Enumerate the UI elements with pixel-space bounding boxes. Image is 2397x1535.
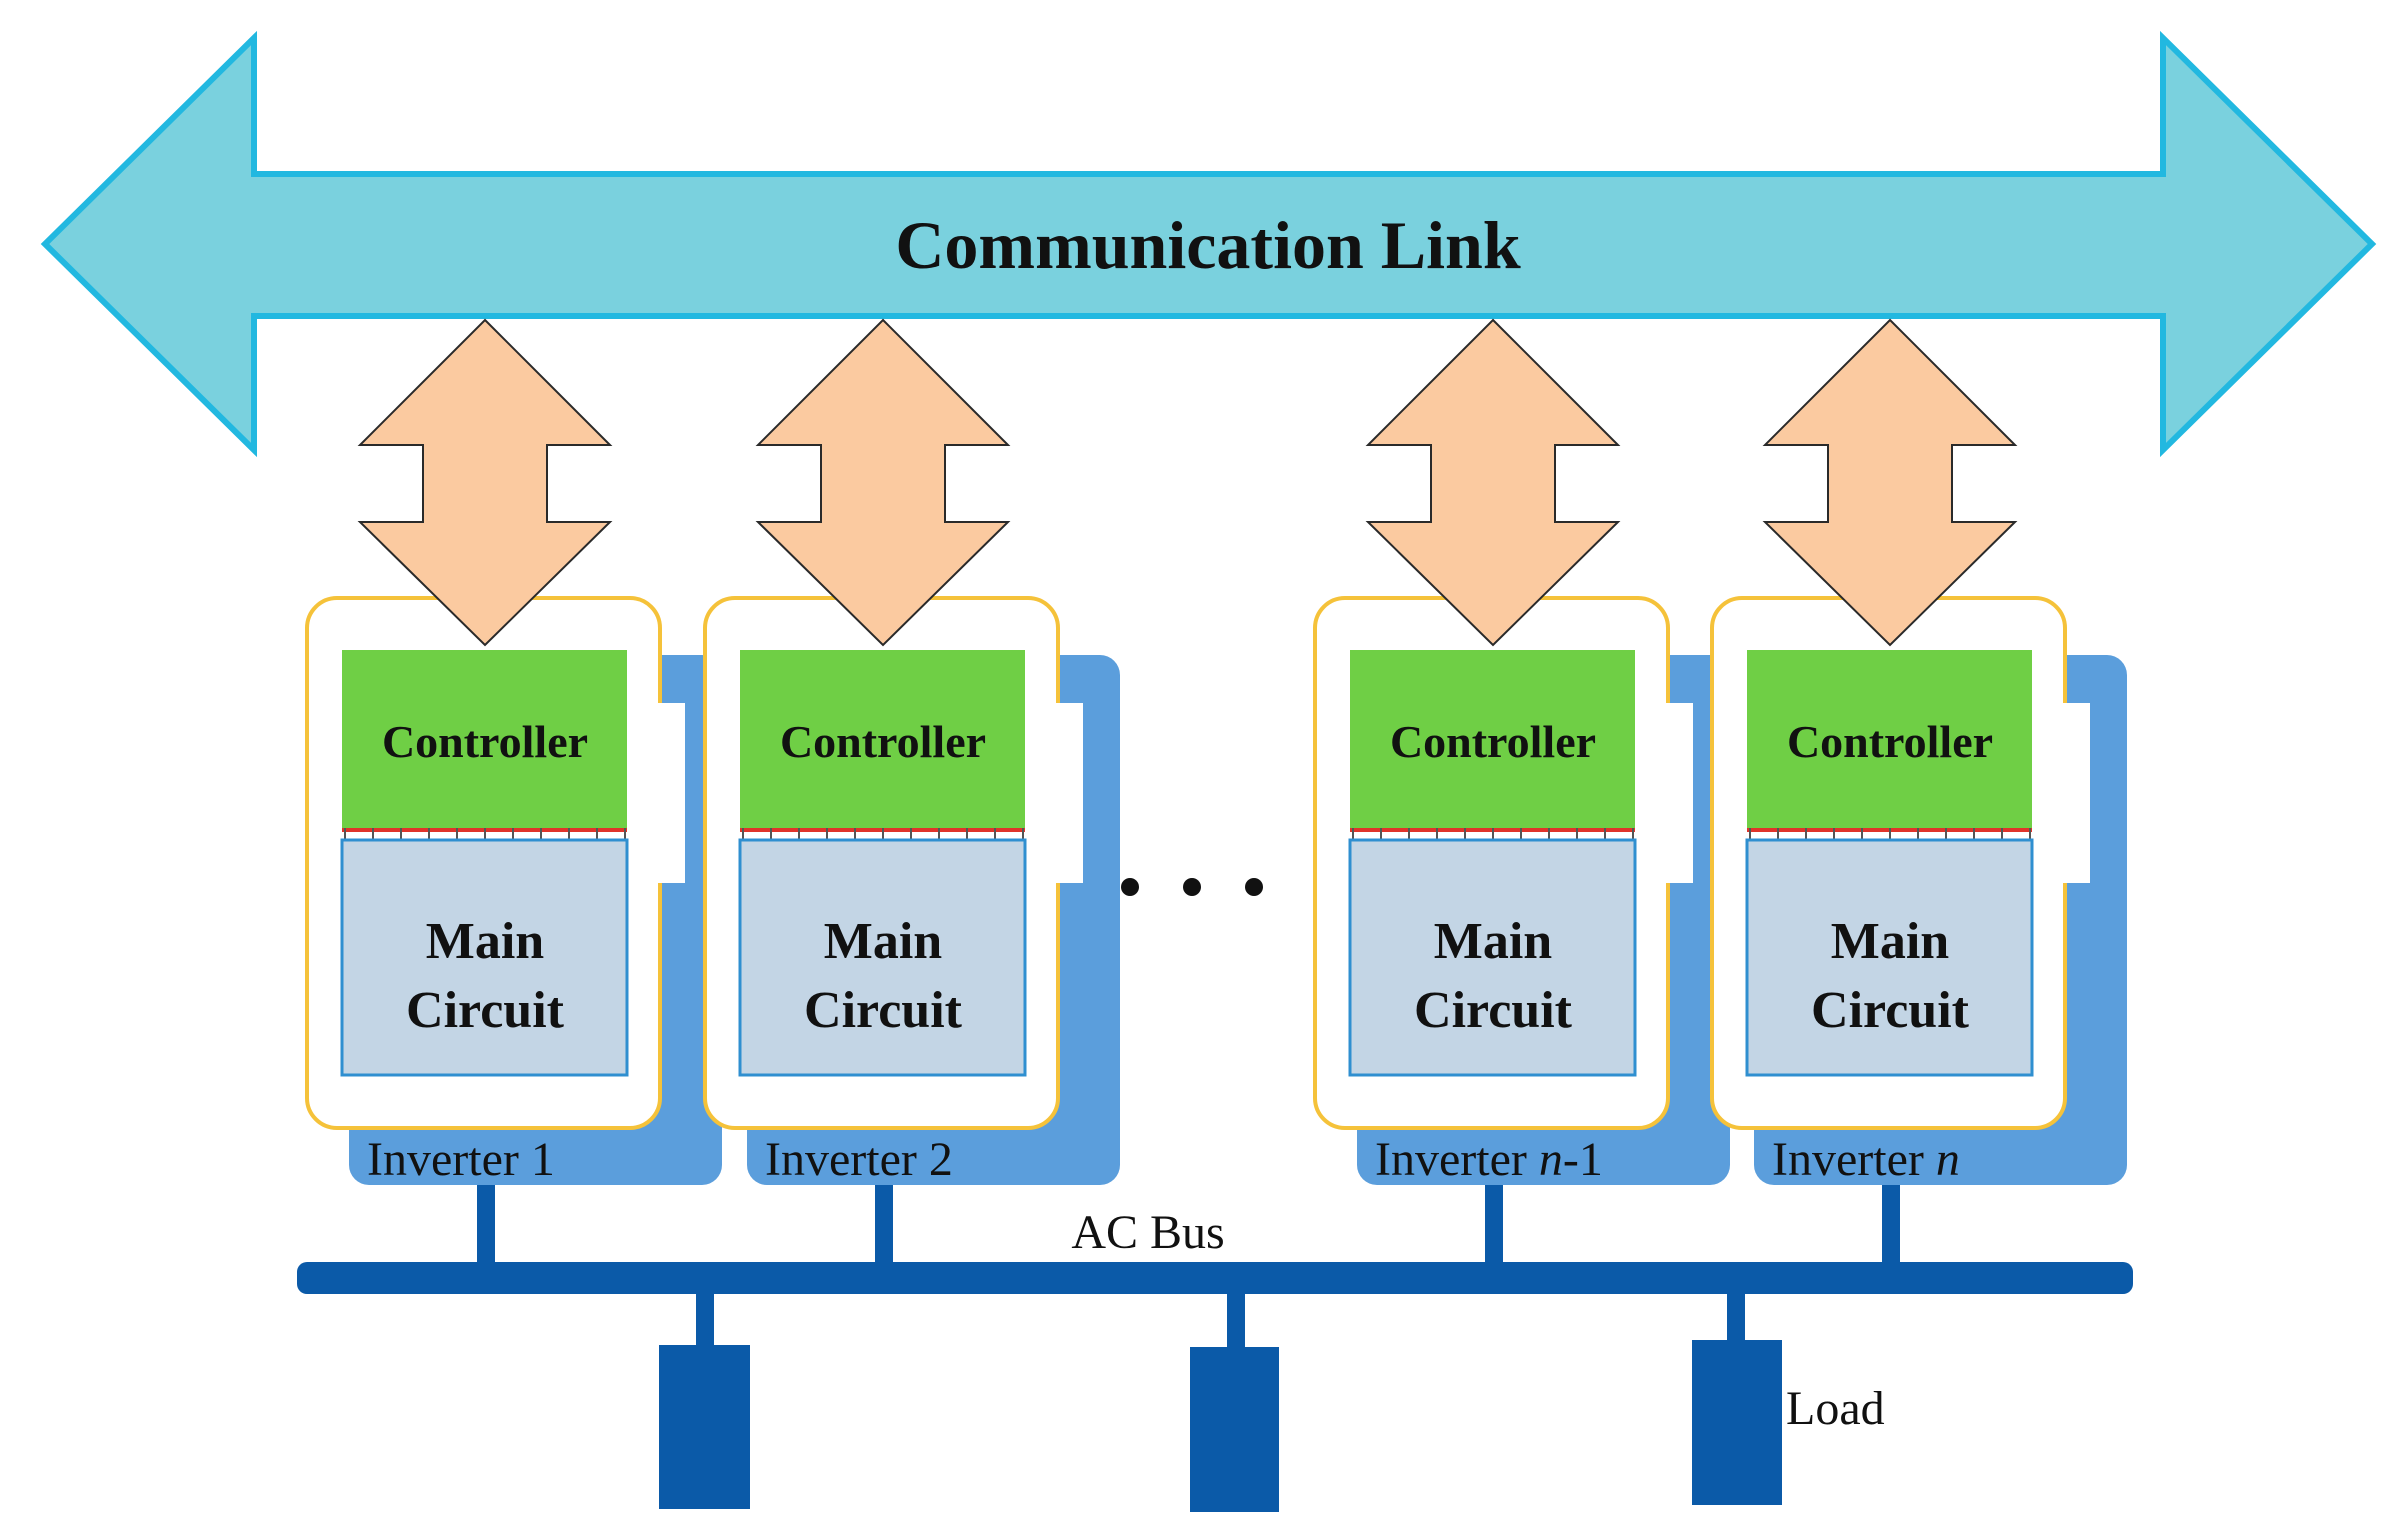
ellipsis-dots bbox=[1121, 878, 1263, 896]
controller-block bbox=[342, 650, 627, 830]
controller-label: Controller bbox=[1787, 716, 1993, 767]
load-connector bbox=[1727, 1290, 1745, 1345]
ac-bus-label: AC Bus bbox=[1071, 1206, 1224, 1259]
load-block bbox=[659, 1345, 750, 1509]
main-circuit-label-line1: Main bbox=[1831, 913, 1950, 970]
frame-tab bbox=[1661, 703, 1693, 883]
main-circuit-block bbox=[1745, 838, 2034, 1077]
main-circuit-label-line2: Circuit bbox=[804, 982, 963, 1039]
bidirectional-arrow bbox=[1762, 318, 2018, 647]
inverter-name-prefix: Inverter 1 bbox=[367, 1133, 555, 1186]
inverter-name-italic: n bbox=[1539, 1133, 1563, 1186]
main-circuit-label-line2: Circuit bbox=[406, 982, 565, 1039]
load-block bbox=[1692, 1340, 1782, 1505]
controller-label: Controller bbox=[382, 716, 588, 767]
inverter-name-suffix: -1 bbox=[1563, 1133, 1603, 1186]
main-circuit-label-line2: Circuit bbox=[1414, 982, 1573, 1039]
inverter-name-prefix: Inverter bbox=[1772, 1133, 1936, 1186]
main-circuit-block bbox=[1348, 838, 1637, 1077]
inverter-name-prefix: Inverter 2 bbox=[765, 1133, 953, 1186]
controller-block bbox=[1747, 650, 2032, 830]
ellipsis-dot bbox=[1121, 878, 1139, 896]
bus-drop-line bbox=[1882, 1185, 1900, 1267]
communication-link-arrow bbox=[40, 30, 2377, 458]
ac-bus: AC Bus bbox=[297, 1206, 2133, 1294]
main-circuit-block bbox=[738, 838, 1027, 1077]
frame-tab bbox=[2058, 703, 2090, 883]
ac-bus-bar bbox=[297, 1262, 2133, 1294]
controller-block bbox=[740, 650, 1025, 830]
frame-tab bbox=[1051, 703, 1083, 883]
bidirectional-arrow bbox=[755, 318, 1011, 647]
frame-tab bbox=[653, 703, 685, 883]
load-label: Load bbox=[1786, 1382, 1885, 1435]
inverter-name: Inverter 1 bbox=[367, 1133, 555, 1186]
bidirectional-arrow bbox=[1365, 318, 1621, 647]
main-circuit-label-line1: Main bbox=[426, 913, 545, 970]
inverter-name: Inverter n bbox=[1772, 1133, 1960, 1186]
load-block bbox=[1190, 1347, 1279, 1512]
inverter-name: Inverter 2 bbox=[765, 1133, 953, 1186]
inverter-name: Inverter n-1 bbox=[1375, 1133, 1603, 1186]
controller-block bbox=[1350, 650, 1635, 830]
main-circuit-label-line1: Main bbox=[824, 913, 943, 970]
bidirectional-arrow bbox=[357, 318, 613, 647]
communication-link: Communication Link bbox=[40, 30, 2377, 458]
ellipsis-dot bbox=[1245, 878, 1263, 896]
bus-drop-line bbox=[1485, 1185, 1503, 1267]
main-circuit-label-line2: Circuit bbox=[1811, 982, 1970, 1039]
inverter-name-prefix: Inverter bbox=[1375, 1133, 1539, 1186]
communication-link-label: Communication Link bbox=[895, 207, 1521, 283]
bus-drop-line bbox=[477, 1185, 495, 1267]
main-circuit-label-line1: Main bbox=[1434, 913, 1553, 970]
load-connector bbox=[696, 1290, 714, 1350]
controller-label: Controller bbox=[1390, 716, 1596, 767]
ellipsis-dot bbox=[1183, 878, 1201, 896]
bus-drop-line bbox=[875, 1185, 893, 1267]
main-circuit-block bbox=[340, 838, 629, 1077]
controller-label: Controller bbox=[780, 716, 986, 767]
load-connector bbox=[1227, 1290, 1245, 1350]
loads: Load bbox=[659, 1290, 1885, 1512]
inverter-name-italic: n bbox=[1936, 1133, 1960, 1186]
